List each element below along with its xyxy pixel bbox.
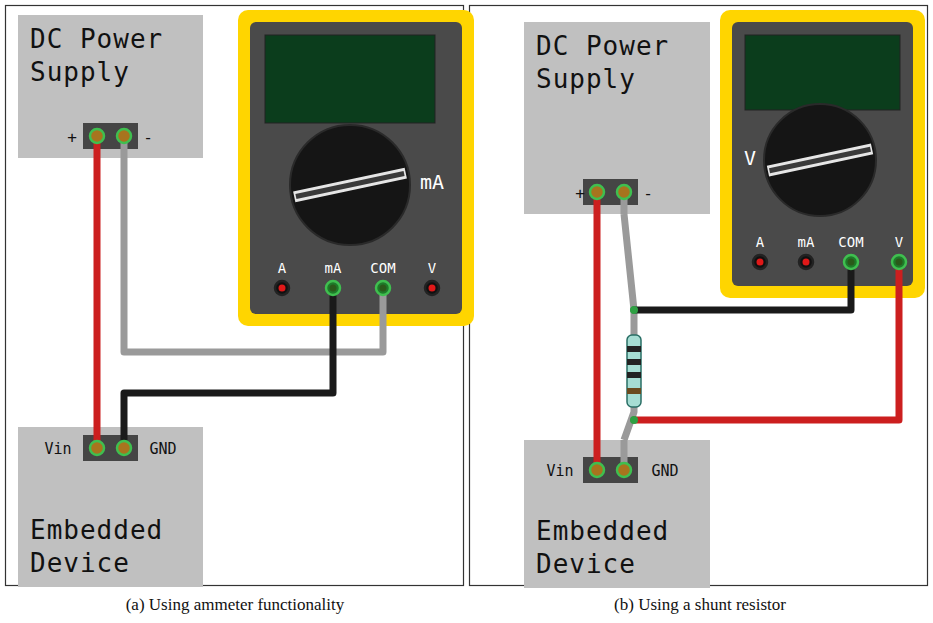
resistor-band [627, 372, 641, 378]
terminal-block [83, 435, 138, 461]
power-supply-box: DC Power Supply [524, 22, 710, 214]
terminal-label: V [428, 260, 436, 276]
resistor-band [627, 346, 641, 352]
multimeter-art [238, 10, 474, 326]
multimeter-body: mA AmA COM V [238, 10, 474, 326]
terminal-label: mA [325, 260, 342, 276]
selector-dial [290, 125, 410, 245]
terminal-core [279, 285, 286, 292]
terminal [590, 185, 604, 199]
resistor-band [627, 359, 641, 365]
terminal [117, 441, 131, 455]
terminal-core [803, 259, 810, 266]
terminal-block [83, 123, 138, 149]
meter-display [265, 35, 435, 123]
terminal [425, 281, 439, 295]
dial-pointer [770, 149, 871, 170]
meter-display [745, 35, 900, 110]
junction-dot [630, 306, 638, 314]
wire [124, 326, 333, 427]
meter-lead [634, 296, 899, 420]
wire [594, 214, 601, 440]
terminal-block [583, 457, 638, 483]
terminal [117, 129, 131, 143]
box-title: DC Power Supply [536, 30, 698, 95]
terminal [892, 255, 906, 269]
box-title: Embedded Device [30, 514, 191, 579]
terminal [753, 255, 767, 269]
dial-setting: mA [420, 170, 444, 194]
terminal [275, 281, 289, 295]
embedded-device-box: Embedded Device [18, 427, 203, 587]
meter-face [732, 22, 913, 286]
resistor-band [627, 388, 641, 394]
terminal-block [583, 179, 638, 205]
terminal [90, 129, 104, 143]
terminal-label: A [278, 260, 286, 276]
terminal-core [896, 259, 903, 266]
box-title: Embedded Device [536, 515, 698, 580]
terminal [617, 185, 631, 199]
meter-face [250, 22, 462, 314]
terminal-core [429, 285, 436, 292]
terminal-label: A [756, 234, 764, 250]
caption-text: (a) Using ammeter functionality [126, 595, 345, 615]
terminal-core [330, 285, 337, 292]
terminal [617, 463, 631, 477]
dial-pointer [294, 173, 406, 197]
box-title: DC Power Supply [30, 23, 191, 88]
multimeter-body: V AmA COM V [720, 10, 925, 298]
terminal-core [757, 259, 764, 266]
selector-dial [764, 104, 876, 216]
terminal-core [848, 259, 855, 266]
terminal-label: COM [370, 260, 395, 276]
junction-dot [630, 416, 638, 424]
dial-pointer [768, 149, 872, 171]
terminal [799, 255, 813, 269]
terminal-label: COM [838, 234, 863, 250]
terminal [90, 441, 104, 455]
dial-pointer [296, 174, 404, 197]
resistor-symbol [627, 335, 641, 407]
terminal-label: V [895, 234, 903, 250]
caption-text: (b) Using a shunt resistor [614, 595, 786, 615]
terminal [326, 281, 340, 295]
embedded-device-box: Embedded Device [524, 440, 710, 588]
wire [94, 158, 101, 427]
terminal [376, 281, 390, 295]
terminal [844, 255, 858, 269]
terminal-label: mA [798, 234, 815, 250]
dial-setting: V [744, 146, 756, 170]
power-supply-box: DC Power Supply [18, 15, 203, 158]
meter-lead [634, 296, 851, 310]
terminal-core [380, 285, 387, 292]
terminal [590, 463, 604, 477]
